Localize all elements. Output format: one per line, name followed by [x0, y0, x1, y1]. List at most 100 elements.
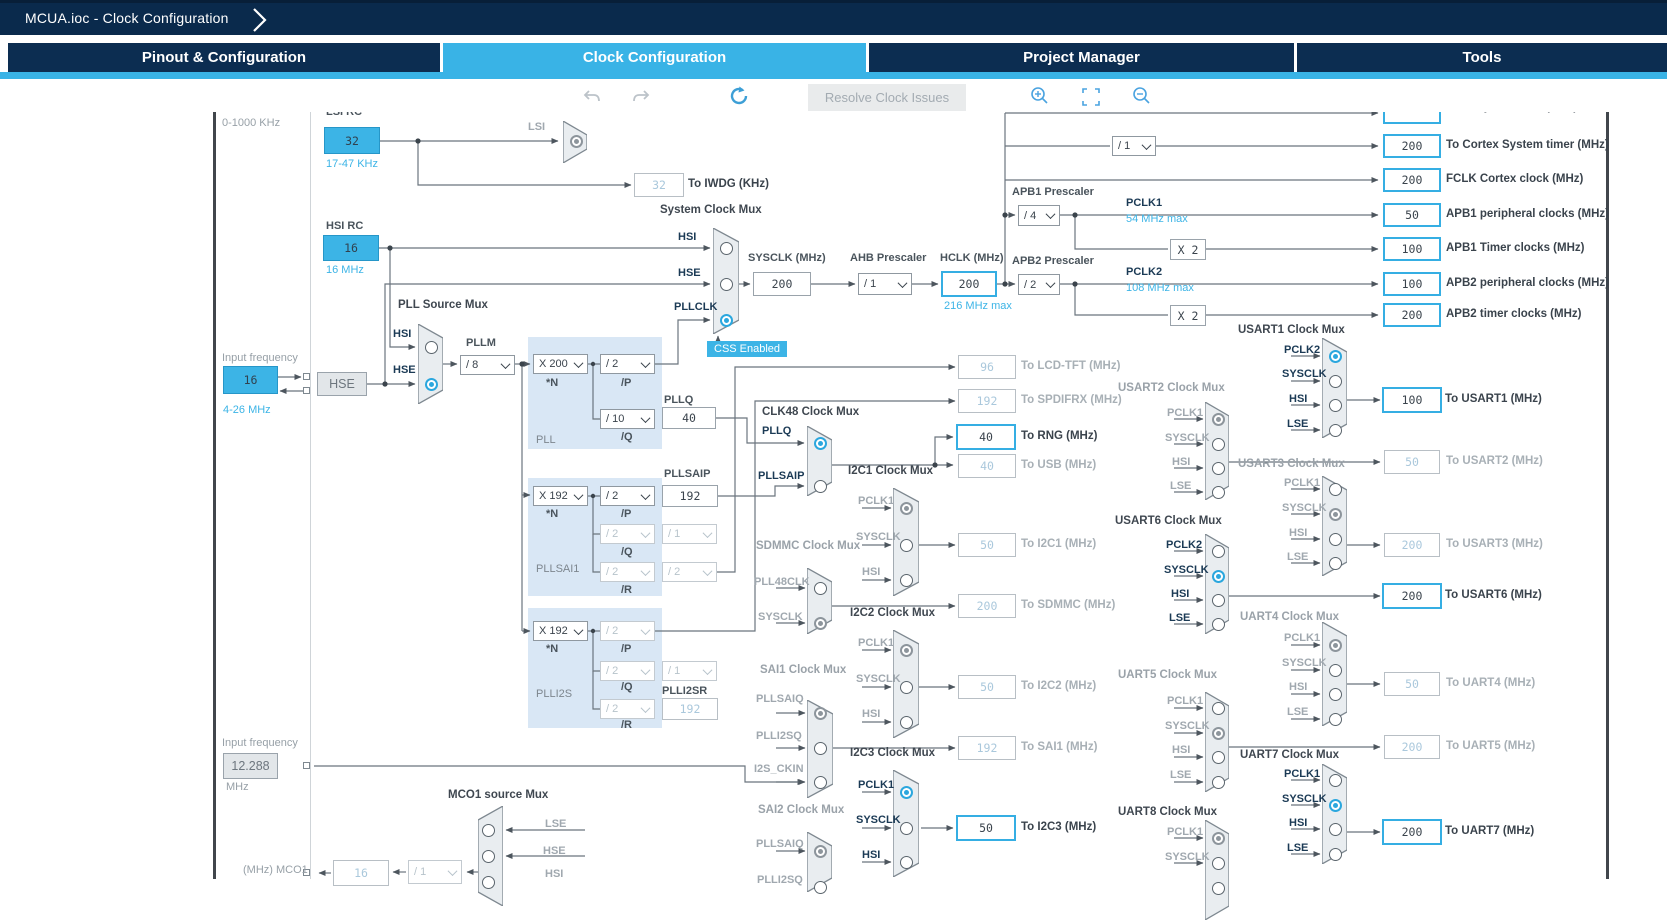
- usart3-clock-mux-radio[interactable]: [1329, 533, 1342, 546]
- usart6-clock-mux-radio[interactable]: [1212, 545, 1225, 558]
- usart1-clock-mux-radio[interactable]: [1329, 424, 1342, 437]
- usart3-clock-mux-radio[interactable]: [1329, 508, 1342, 521]
- apb2-x2-multiplier[interactable]: X 2: [1170, 305, 1206, 326]
- i2c3-value[interactable]: 50: [956, 815, 1016, 841]
- system-clock-mux-radio[interactable]: [720, 314, 733, 327]
- i2s-ckin-handle[interactable]: [303, 762, 310, 769]
- sai1-clock-mux-radio[interactable]: [814, 707, 827, 720]
- apb1-peripheral-value[interactable]: 50: [1383, 203, 1441, 227]
- sai1-clock-mux-radio[interactable]: [814, 776, 827, 789]
- uart7-clock-mux-radio[interactable]: [1329, 799, 1342, 812]
- usart2-clock-mux-radio[interactable]: [1212, 438, 1225, 451]
- hsi-value[interactable]: 16: [323, 235, 379, 261]
- clk48-clock-mux-radio[interactable]: [814, 437, 827, 450]
- pll-source-mux-radio[interactable]: [425, 378, 438, 391]
- usart6-clock-mux-radio[interactable]: [1212, 594, 1225, 607]
- apb1-prescaler-select[interactable]: / 4: [1018, 205, 1060, 226]
- i2c1-clock-mux-radio[interactable]: [900, 574, 913, 587]
- fit-view-icon[interactable]: [1082, 88, 1100, 106]
- mco1-source-mux-radio[interactable]: [482, 824, 495, 837]
- usart1-clock-mux-radio[interactable]: [1329, 350, 1342, 363]
- cortex-timer-value[interactable]: 200: [1383, 134, 1441, 158]
- i2c3-clock-mux-radio[interactable]: [900, 822, 913, 835]
- pll-p-select[interactable]: / 2: [600, 354, 655, 374]
- i2c1-clock-mux-radio[interactable]: [900, 502, 913, 515]
- system-clock-mux-radio[interactable]: [720, 242, 733, 255]
- mco1-source-mux-radio[interactable]: [482, 850, 495, 863]
- usart3-clock-mux-radio[interactable]: [1329, 483, 1342, 496]
- uart5-clock-mux-radio[interactable]: [1212, 751, 1225, 764]
- pllq-value[interactable]: 40: [662, 407, 716, 429]
- i2c2-clock-mux-radio[interactable]: [900, 644, 913, 657]
- usart1-value[interactable]: 100: [1382, 387, 1442, 413]
- apb1-timer-value[interactable]: 100: [1383, 237, 1441, 261]
- uart7-value[interactable]: 200: [1382, 819, 1442, 845]
- sai2-clock-mux-radio[interactable]: [814, 881, 827, 894]
- resolve-clock-issues-button[interactable]: Resolve Clock Issues: [808, 84, 966, 111]
- apb2-prescaler-select[interactable]: / 2: [1018, 274, 1060, 295]
- hclk-value[interactable]: 200: [941, 271, 997, 297]
- ahb-prescaler-select[interactable]: / 1: [858, 273, 912, 295]
- uart8-clock-mux-radio[interactable]: [1212, 832, 1225, 845]
- plli2s-n-select[interactable]: X 192: [533, 621, 588, 641]
- usart1-clock-mux-radio[interactable]: [1329, 375, 1342, 388]
- clk48-clock-mux-radio[interactable]: [814, 480, 827, 493]
- sdmmc-clock-mux-radio[interactable]: [814, 617, 827, 630]
- i2c2-clock-mux-radio[interactable]: [900, 716, 913, 729]
- redo-icon[interactable]: [631, 88, 651, 106]
- uart8-clock-mux-radio[interactable]: [1212, 857, 1225, 870]
- uart7-clock-mux-radio[interactable]: [1329, 774, 1342, 787]
- zoom-in-icon[interactable]: [1030, 86, 1050, 106]
- pllsai-n-select[interactable]: X 192: [533, 486, 588, 506]
- lsi-value[interactable]: 32: [324, 127, 380, 154]
- apb1-x2-multiplier[interactable]: X 2: [1170, 239, 1206, 260]
- apb2-peripheral-value[interactable]: 100: [1383, 272, 1441, 296]
- i2c1-clock-mux-radio[interactable]: [900, 539, 913, 552]
- cortex-timer-divider-select[interactable]: / 1: [1112, 136, 1156, 156]
- usart2-clock-mux-radio[interactable]: [1212, 462, 1225, 475]
- pll-n-select[interactable]: X 200: [533, 354, 588, 374]
- system-clock-mux-radio[interactable]: [720, 278, 733, 291]
- uart4-clock-mux-radio[interactable]: [1329, 688, 1342, 701]
- tab-tools[interactable]: Tools: [1297, 43, 1667, 72]
- zoom-out-icon[interactable]: [1132, 86, 1152, 106]
- tab-pinout-configuration[interactable]: Pinout & Configuration: [8, 43, 440, 72]
- pll-q-select[interactable]: / 10: [600, 409, 655, 429]
- rng-value[interactable]: 40: [956, 424, 1016, 450]
- fclk-value[interactable]: 200: [1383, 168, 1441, 192]
- pllsaip-value[interactable]: 192: [662, 485, 718, 507]
- tab-clock-configuration[interactable]: Clock Configuration: [443, 43, 866, 72]
- usart2-clock-mux-radio[interactable]: [1212, 486, 1225, 499]
- i2c2-clock-mux-radio[interactable]: [900, 681, 913, 694]
- pll-source-mux-radio[interactable]: [425, 341, 438, 354]
- sai1-clock-mux-radio[interactable]: [814, 742, 827, 755]
- i2c3-clock-mux-radio[interactable]: [900, 786, 913, 799]
- uart8-clock-mux-radio[interactable]: [1212, 882, 1225, 895]
- sdmmc-clock-mux-radio[interactable]: [814, 582, 827, 595]
- pllm-select[interactable]: / 8: [460, 355, 515, 375]
- usart6-clock-mux-radio[interactable]: [1212, 570, 1225, 583]
- hse-in-handle[interactable]: [303, 373, 310, 380]
- uart4-clock-mux-radio[interactable]: [1329, 713, 1342, 726]
- hse-input-frequency[interactable]: 16: [223, 366, 278, 394]
- usart2-clock-mux-radio[interactable]: [1212, 413, 1225, 426]
- apb2-timer-value[interactable]: 200: [1383, 303, 1441, 327]
- uart5-clock-mux-radio[interactable]: [1212, 727, 1225, 740]
- usart3-clock-mux-radio[interactable]: [1329, 557, 1342, 570]
- pllsai-p-select[interactable]: / 2: [600, 486, 655, 506]
- css-enabled-badge[interactable]: CSS Enabled: [707, 341, 788, 357]
- refresh-icon[interactable]: [727, 84, 751, 108]
- i2c3-clock-mux-radio[interactable]: [900, 856, 913, 869]
- usart6-clock-mux-radio[interactable]: [1212, 618, 1225, 631]
- undo-icon[interactable]: [582, 88, 602, 106]
- tab-project-manager[interactable]: Project Manager: [869, 43, 1294, 72]
- usart1-clock-mux-radio[interactable]: [1329, 399, 1342, 412]
- uart4-clock-mux-radio[interactable]: [1329, 664, 1342, 677]
- uart7-clock-mux-radio[interactable]: [1329, 848, 1342, 861]
- uart7-clock-mux-radio[interactable]: [1329, 823, 1342, 836]
- document-tab[interactable]: MCUA.ioc - Clock Configuration: [25, 10, 229, 26]
- sai2-clock-mux-radio[interactable]: [814, 845, 827, 858]
- usart6-value[interactable]: 200: [1382, 583, 1442, 609]
- hse-out-handle[interactable]: [303, 387, 310, 394]
- uart5-clock-mux-radio[interactable]: [1212, 702, 1225, 715]
